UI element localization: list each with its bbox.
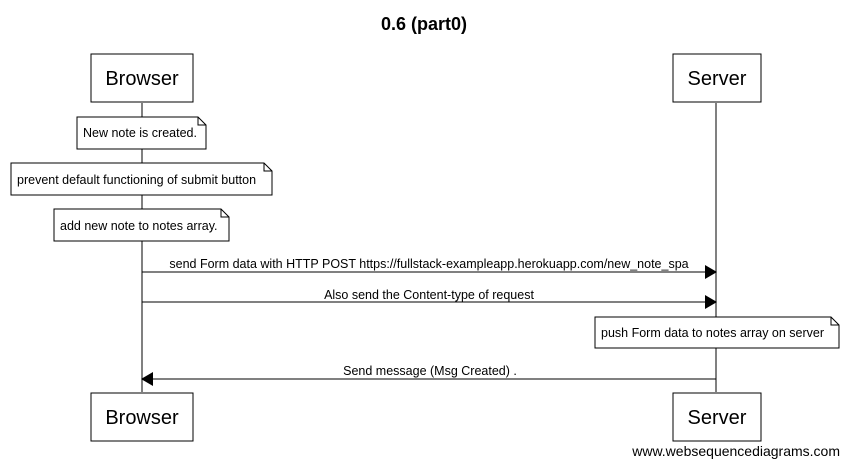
server-actor-top-label: Server [688, 68, 747, 90]
message-content-type: Also send the Content-type of request [142, 288, 717, 309]
browser-actor-top-label: Browser [105, 68, 179, 90]
watermark-text: www.websequencediagrams.com [631, 443, 840, 459]
browser-actor-top: Browser [90, 53, 194, 103]
note-prevent-default: prevent default functioning of submit bu… [10, 162, 273, 196]
message-label: Send message (Msg Created) . [343, 364, 517, 378]
browser-actor-bottom: Browser [90, 392, 194, 442]
message-http-post: send Form data with HTTP POST https://fu… [142, 257, 717, 279]
note-new-note-created: New note is created. [76, 116, 207, 150]
note-text: push Form data to notes array on server [601, 326, 824, 340]
message-label: Also send the Content-type of request [324, 288, 534, 302]
diagram-title: 0.6 (part0) [381, 14, 467, 34]
server-actor-top: Server [672, 53, 762, 103]
note-push-form-data: push Form data to notes array on server [594, 316, 840, 349]
server-actor-bottom-label: Server [688, 407, 747, 429]
note-text: New note is created. [83, 126, 197, 140]
message-msg-created: Send message (Msg Created) . [141, 364, 716, 386]
note-add-to-array: add new note to notes array. [53, 208, 230, 242]
server-actor-bottom: Server [672, 392, 762, 442]
note-text: prevent default functioning of submit bu… [17, 173, 256, 187]
message-label: send Form data with HTTP POST https://fu… [169, 257, 688, 271]
note-text: add new note to notes array. [60, 219, 218, 233]
browser-actor-bottom-label: Browser [105, 407, 179, 429]
